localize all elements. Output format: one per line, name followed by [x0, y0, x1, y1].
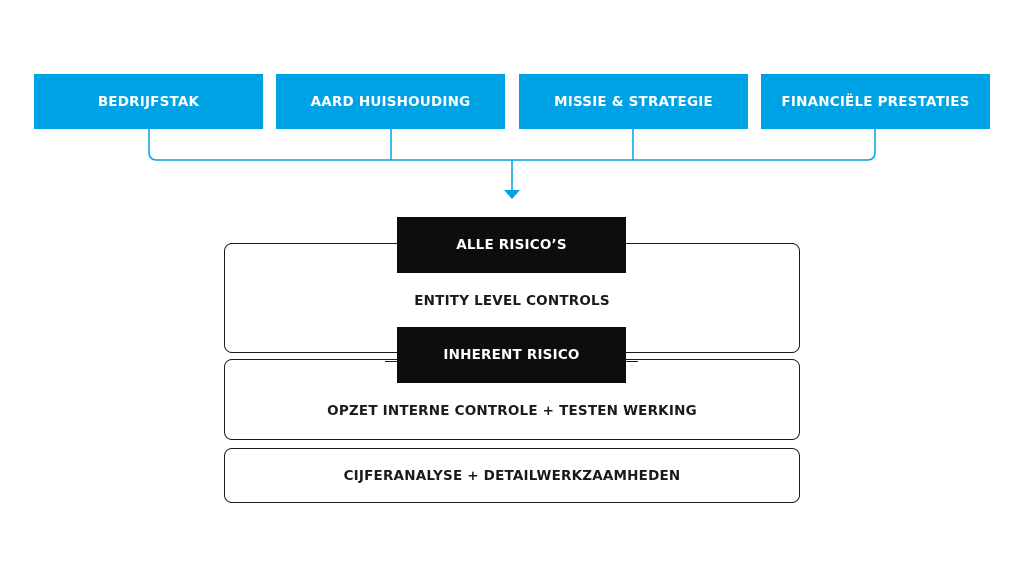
factor-box-financiele-prestaties: FINANCIËLE PRESTATIES: [761, 74, 990, 129]
factor-label: FINANCIËLE PRESTATIES: [781, 93, 970, 110]
factor-label: BEDRIJFSTAK: [97, 93, 200, 110]
bracket-line: [148, 129, 876, 161]
stage-tick-right-upper: [626, 352, 638, 353]
layer-label: OPZET INTERNE CONTROLE + TESTEN WERKING: [327, 402, 697, 419]
arrow-head-icon: [504, 190, 520, 199]
layer-label: ENTITY LEVEL CONTROLS: [414, 293, 610, 309]
layer-label: CIJFERANALYSE + DETAILWERKZAAMHEDEN: [343, 467, 681, 484]
layer-substantive-procedures: CIJFERANALYSE + DETAILWERKZAAMHEDEN: [224, 448, 800, 503]
factor-box-bedrijfstak: BEDRIJFSTAK: [34, 74, 263, 129]
stage-tick-right-lower: [626, 361, 638, 362]
stage-inherent-risk: INHERENT RISICO: [397, 327, 626, 383]
factor-box-missie-strategie: MISSIE & STRATEGIE: [519, 74, 748, 129]
stage-tick-left-lower: [385, 361, 397, 362]
stage-label: ALLE RISICO’S: [456, 237, 567, 253]
stage-tick-left-upper: [385, 352, 397, 353]
factor-box-aard-huishouding: AARD HUISHOUDING: [276, 74, 505, 129]
factor-label: MISSIE & STRATEGIE: [554, 93, 713, 110]
factor-label: AARD HUISHOUDING: [310, 93, 471, 110]
stage-all-risks: ALLE RISICO’S: [397, 217, 626, 273]
stage-label: INHERENT RISICO: [443, 347, 580, 363]
